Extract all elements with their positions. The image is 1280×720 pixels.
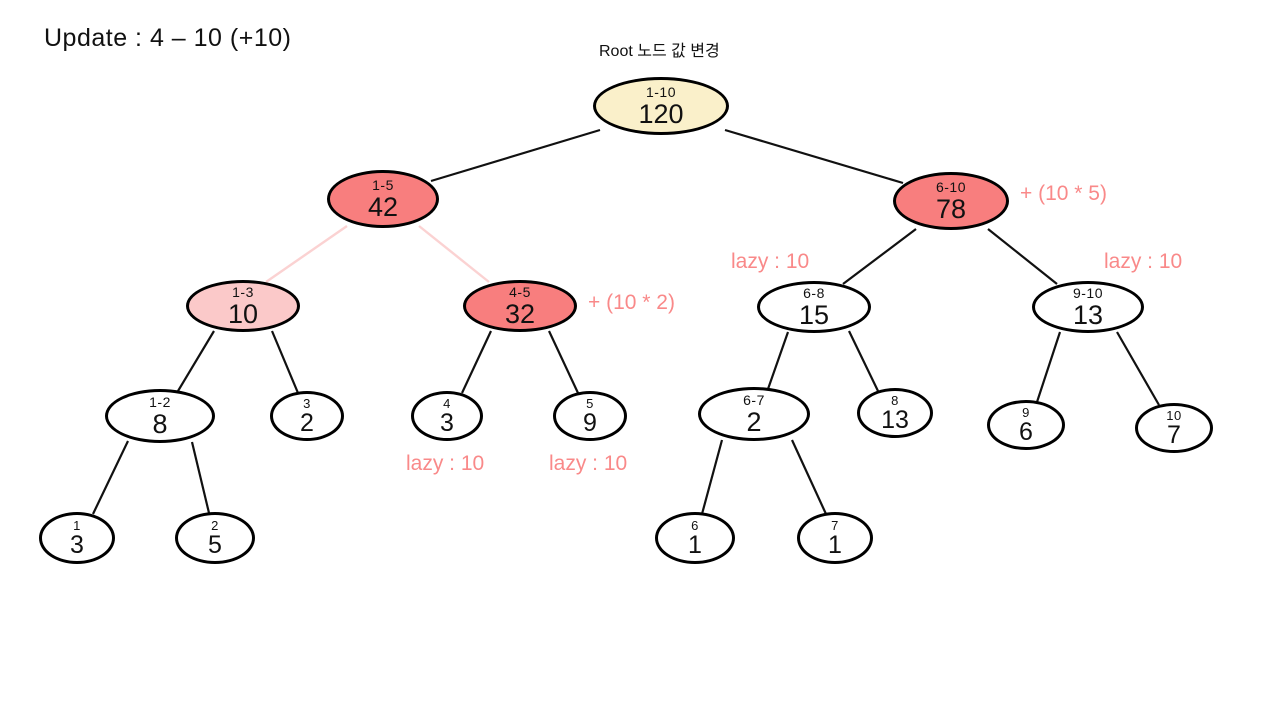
node-range: 5 bbox=[586, 395, 594, 411]
edge-6-8-to-8 bbox=[848, 330, 879, 392]
node-range: 6-8 bbox=[803, 284, 825, 301]
edge-4-5-to-4 bbox=[461, 330, 492, 394]
edge-1-5-to-1-3 bbox=[265, 225, 348, 283]
node-value: 120 bbox=[638, 98, 684, 129]
node-value: 78 bbox=[935, 193, 967, 224]
edge-1-2-to-1 bbox=[92, 440, 129, 515]
edge-9-10-to-10 bbox=[1116, 331, 1160, 406]
lazy-value-label-5: lazy : 10 bbox=[549, 452, 628, 475]
node-value: 1 bbox=[688, 530, 702, 559]
node-range: 7 bbox=[831, 517, 839, 533]
node-range: 1-10 bbox=[645, 83, 677, 100]
node-range: 4-5 bbox=[509, 283, 531, 300]
edge-6-8-to-6-7 bbox=[766, 331, 790, 390]
node-range: 9 bbox=[1022, 404, 1030, 420]
tree-node-8: 8 13 bbox=[857, 388, 933, 438]
lazy-value-label-9-10: lazy : 10 bbox=[1104, 250, 1183, 273]
edge-1-3-to-3 bbox=[270, 330, 300, 394]
tree-node-2: 2 5 bbox=[175, 512, 255, 564]
tree-node-4: 4 3 bbox=[411, 391, 483, 441]
tree-node-4-5: 4-5 32 bbox=[463, 280, 577, 332]
edge-4-5-to-5 bbox=[548, 330, 579, 394]
node-value: 42 bbox=[367, 191, 399, 222]
node-value: 13 bbox=[881, 405, 909, 434]
edge-1-10-to-6-10 bbox=[724, 128, 904, 185]
tree-node-5: 5 9 bbox=[553, 391, 627, 441]
tree-node-3: 3 2 bbox=[270, 391, 344, 441]
lazy-value-label-6-8: lazy : 10 bbox=[731, 250, 810, 273]
node-range: 2 bbox=[211, 517, 219, 533]
page-title: Update : 4 – 10 (+10) bbox=[44, 24, 292, 52]
node-value: 8 bbox=[152, 408, 168, 439]
node-range: 6-7 bbox=[743, 391, 765, 408]
node-value: 15 bbox=[798, 299, 830, 330]
node-value: 2 bbox=[746, 406, 762, 437]
tree-node-1-10: 1-10 120 bbox=[593, 77, 729, 135]
node-range: 10 bbox=[1166, 407, 1182, 423]
edge-1-5-to-4-5 bbox=[418, 225, 490, 283]
tree-node-1: 1 3 bbox=[39, 512, 115, 564]
edge-9-10-to-9 bbox=[1035, 331, 1062, 403]
node-value: 6 bbox=[1019, 417, 1033, 446]
tree-node-6: 6 1 bbox=[655, 512, 735, 564]
node-value: 13 bbox=[1072, 299, 1104, 330]
node-range: 6-10 bbox=[935, 178, 967, 195]
lazy-propagation-label-6-10: + (10 * 5) bbox=[1020, 182, 1107, 205]
node-range: 1-5 bbox=[372, 176, 394, 193]
lazy-propagation-label-4-5: + (10 * 2) bbox=[588, 291, 675, 314]
diagram-subtitle: Root 노드 값 변경 bbox=[599, 43, 720, 60]
node-value: 32 bbox=[504, 298, 536, 329]
node-value: 9 bbox=[583, 408, 597, 437]
node-value: 5 bbox=[208, 530, 222, 559]
edge-6-7-to-7 bbox=[791, 439, 827, 515]
node-value: 3 bbox=[70, 530, 84, 559]
tree-node-1-3: 1-3 10 bbox=[186, 280, 300, 332]
node-value: 7 bbox=[1167, 420, 1181, 449]
node-value: 1 bbox=[828, 530, 842, 559]
edge-6-7-to-6 bbox=[700, 439, 724, 515]
tree-node-1-5: 1-5 42 bbox=[327, 170, 439, 228]
node-range: 6 bbox=[691, 517, 699, 533]
node-range: 1 bbox=[73, 517, 81, 533]
tree-node-7: 7 1 bbox=[797, 512, 873, 564]
edge-6-10-to-9-10 bbox=[987, 228, 1058, 285]
node-value: 10 bbox=[227, 298, 259, 329]
node-value: 3 bbox=[440, 408, 454, 437]
tree-node-6-7: 6-7 2 bbox=[698, 387, 810, 441]
tree-node-9-10: 9-10 13 bbox=[1032, 281, 1144, 333]
node-range: 8 bbox=[891, 392, 899, 408]
node-value: 2 bbox=[300, 408, 314, 437]
edge-6-10-to-6-8 bbox=[842, 228, 917, 285]
node-range: 1-2 bbox=[149, 393, 171, 410]
node-range: 1-3 bbox=[232, 283, 254, 300]
tree-node-9: 9 6 bbox=[987, 400, 1065, 450]
edge-1-10-to-1-5 bbox=[430, 128, 601, 183]
edge-1-2-to-2 bbox=[190, 441, 211, 514]
edge-1-3-to-1-2 bbox=[177, 330, 215, 392]
node-range: 9-10 bbox=[1072, 284, 1104, 301]
node-range: 3 bbox=[303, 395, 311, 411]
tree-node-1-2: 1-2 8 bbox=[105, 389, 215, 443]
tree-node-6-10: 6-10 78 bbox=[893, 172, 1009, 230]
tree-node-6-8: 6-8 15 bbox=[757, 281, 871, 333]
lazy-value-label-4: lazy : 10 bbox=[406, 452, 485, 475]
node-range: 4 bbox=[443, 395, 451, 411]
tree-node-10: 10 7 bbox=[1135, 403, 1213, 453]
